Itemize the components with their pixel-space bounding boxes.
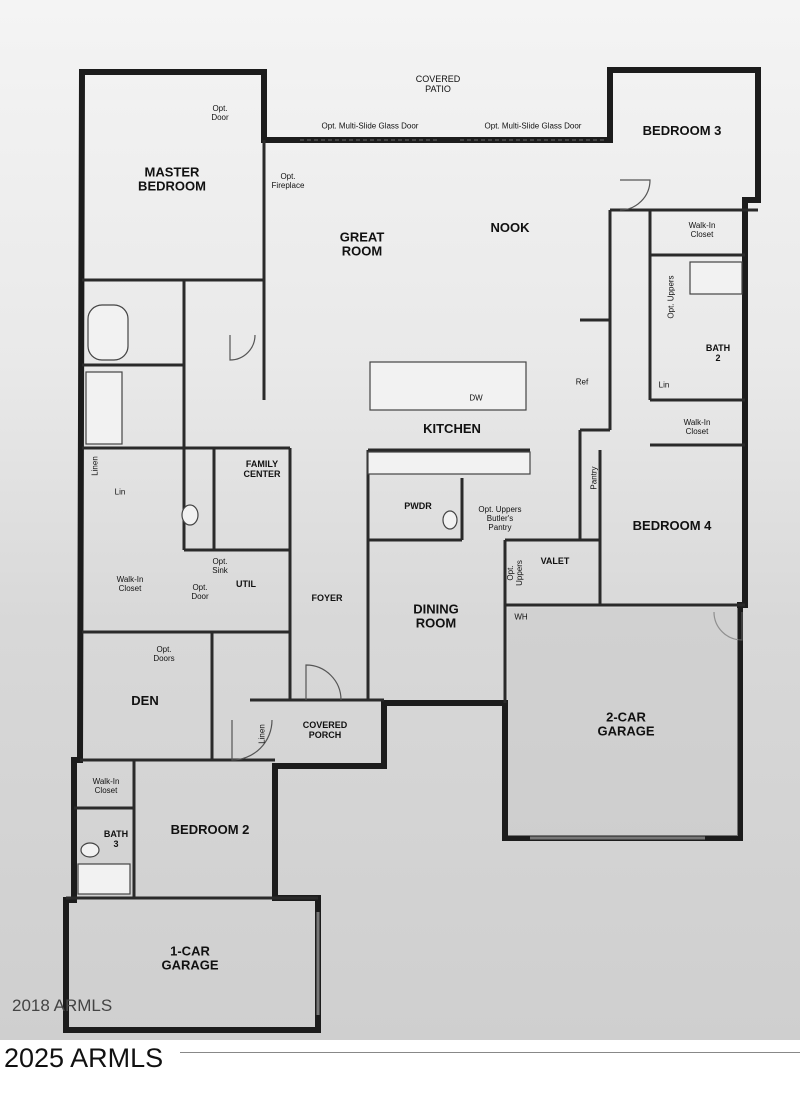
watermark-inner: 2018 ARMLS (12, 996, 113, 1015)
kitchen-island (369, 361, 527, 411)
opt-glass-door-1-label: Opt. Multi-Slide Glass Door (321, 121, 419, 131)
util-label: UTIL (236, 579, 256, 590)
bedroom2-label: BEDROOM 2 (170, 821, 250, 837)
linen-den-label: Linen (257, 724, 267, 744)
foyer-label: FOYER (311, 593, 343, 604)
watermark-rule (180, 1052, 800, 1053)
family-center-label: FAMILY CENTER (243, 459, 281, 479)
wh-label: WH (514, 612, 528, 622)
exterior-walls (63, 67, 761, 1033)
lin-master-label: Lin (114, 487, 126, 497)
bedroom3-label: BEDROOM 3 (642, 122, 722, 138)
master-shower (85, 371, 123, 445)
ref-label: Ref (575, 377, 589, 387)
opt-sink-label: Opt. Sink (212, 557, 228, 575)
floor-plan-drawing (63, 67, 761, 1033)
linen-master-label: Linen (90, 456, 100, 476)
family-toilet (181, 504, 199, 526)
kitchen-counter (367, 451, 531, 475)
bath2-tub (689, 261, 743, 295)
garage2-label: 2-CAR GARAGE (597, 709, 655, 739)
great-room-label: GREAT ROOM (339, 229, 385, 259)
watermark-outer: 2025 ARMLS (4, 1043, 164, 1073)
den-label: DEN (131, 692, 159, 708)
opt-uppers-valet-label: Opt. Uppers (506, 560, 524, 586)
bath2-label: BATH 2 (705, 343, 731, 363)
interior-walls (66, 140, 758, 900)
opt-fireplace-label: Opt. Fireplace (271, 172, 305, 190)
opt-door-master-label: Opt. Door (211, 104, 229, 122)
dining-room-label: DINING ROOM (413, 601, 459, 631)
walkin-closet-b4-label: Walk-In Closet (683, 418, 711, 436)
opt-doors-den-label: Opt. Doors (153, 645, 175, 663)
bath3-tub (77, 863, 131, 895)
bath3-label: BATH 3 (103, 829, 129, 849)
opt-uppers-butlers-label: Opt. Uppers Butler's Pantry (478, 504, 522, 532)
bath3-toilet (80, 842, 100, 858)
nook-label: NOOK (490, 219, 530, 235)
pwdr-label: PWDR (404, 501, 432, 512)
kitchen-label: KITCHEN (423, 420, 481, 436)
master-tub (87, 304, 129, 361)
opt-door-util-label: Opt. Door (191, 583, 209, 601)
dw-label: DW (469, 393, 483, 403)
valet-label: VALET (540, 556, 570, 567)
covered-porch-label: COVERED PORCH (302, 720, 348, 740)
lin-bath2-label: Lin (658, 380, 670, 390)
walkin-closet-b2-label: Walk-In Closet (92, 777, 120, 795)
pwdr-toilet (442, 510, 458, 530)
master-bedroom-label: MASTER BEDROOM (138, 164, 206, 194)
garage2-floor (508, 608, 738, 836)
garage1-label: 1-CAR GARAGE (161, 943, 219, 973)
opt-glass-door-2-label: Opt. Multi-Slide Glass Door (484, 121, 582, 131)
covered-patio-label: COVERED PATIO (415, 74, 461, 94)
bedroom4-label: BEDROOM 4 (632, 517, 712, 533)
opt-uppers-bath2-label: Opt. Uppers (666, 275, 676, 319)
walkin-closet-master-label: Walk-In Closet (116, 575, 144, 593)
pantry-label: Pantry (589, 466, 599, 490)
walkin-closet-b3-label: Walk-In Closet (688, 221, 716, 239)
